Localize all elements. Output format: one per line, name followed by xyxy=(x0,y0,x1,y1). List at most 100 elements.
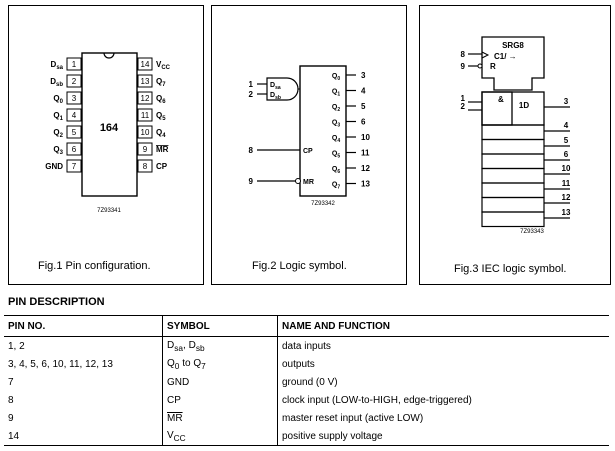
register-stage xyxy=(481,153,545,170)
pin-label: Q3 xyxy=(53,145,63,156)
output-label: Q0 xyxy=(332,73,340,82)
ic-notch xyxy=(103,52,115,59)
output-number: 13 xyxy=(361,180,370,189)
clock-label: C1/ → xyxy=(494,52,517,61)
pin-number: 14 xyxy=(141,60,150,69)
pin-box xyxy=(137,159,153,173)
pin-box xyxy=(137,142,153,156)
table-header-row: PIN NO. SYMBOL NAME AND FUNCTION xyxy=(4,315,609,337)
pin-label: VCC xyxy=(156,60,171,71)
output-number: 3 xyxy=(564,97,569,106)
input-number: 1 xyxy=(461,94,466,103)
output-number: 5 xyxy=(361,102,366,111)
pin-number: 6 xyxy=(72,145,77,154)
pin-label: Q7 xyxy=(156,77,166,88)
register-stage xyxy=(481,167,545,184)
pin-box xyxy=(66,57,82,71)
pin-box xyxy=(66,74,82,88)
output-label: Q3 xyxy=(332,120,340,129)
pin-box xyxy=(137,74,153,88)
output-number: 5 xyxy=(564,136,569,145)
input-number: 1 xyxy=(249,80,254,89)
data-label: 1D xyxy=(519,101,529,110)
pin-number-cell: 7 xyxy=(8,376,14,388)
pin-label: MR xyxy=(156,145,169,154)
header-symbol: SYMBOL xyxy=(162,315,278,337)
output-number: 3 xyxy=(361,71,366,80)
input-number: 2 xyxy=(461,102,466,111)
diagram-code: 7Z93342 xyxy=(311,201,335,207)
pin-number-cell: 9 xyxy=(8,412,14,424)
pin-number: 2 xyxy=(72,77,77,86)
output-label: Q6 xyxy=(332,166,340,175)
diagram-code: 7Z93341 xyxy=(97,208,121,214)
block-label: SRG8 xyxy=(502,41,524,50)
pin-label: Q4 xyxy=(156,128,166,139)
register-stage xyxy=(481,138,545,155)
inversion-bubble xyxy=(477,63,483,69)
ic-body xyxy=(81,52,138,197)
function-cell: data inputs xyxy=(277,336,609,355)
pin-box xyxy=(66,142,82,156)
pin-box xyxy=(66,91,82,105)
function-cell: ground (0 V) xyxy=(277,373,609,391)
pin-number: 11 xyxy=(141,111,150,120)
output-number: 6 xyxy=(564,150,569,159)
register-stage xyxy=(481,196,545,213)
input-number: 8 xyxy=(461,50,466,59)
first-stage xyxy=(481,91,545,126)
register-stage xyxy=(481,124,545,141)
function-cell: clock input (LOW-to-HIGH, edge-triggered… xyxy=(277,391,609,409)
pin-label: Dsb xyxy=(50,77,63,88)
pin-number: 8 xyxy=(143,162,148,171)
symbol-cell: CP xyxy=(162,391,278,409)
pin-label: Dsa xyxy=(51,60,64,71)
input-number: 9 xyxy=(461,62,466,71)
clock-edge-triangle xyxy=(481,51,490,59)
output-number: 10 xyxy=(562,164,571,173)
register-stage xyxy=(481,182,545,199)
pin-number: 4 xyxy=(72,111,77,120)
symbol-cell: MR xyxy=(162,409,278,427)
function-cell: outputs xyxy=(277,355,609,373)
input-number: 2 xyxy=(249,90,254,99)
control-block xyxy=(481,36,545,91)
pin-number: 7 xyxy=(72,162,77,171)
input-number: 8 xyxy=(249,146,254,155)
register-stage xyxy=(481,211,545,228)
pin-number: 1 xyxy=(72,60,77,69)
input-label: Dsa xyxy=(270,82,281,91)
input-label: CP xyxy=(303,148,313,155)
diagram-code: 7Z93343 xyxy=(520,229,544,235)
fig2-caption: Fig.2 Logic symbol. xyxy=(252,260,347,272)
output-number: 10 xyxy=(361,133,370,142)
pin-number-cell: 3, 4, 5, 6, 10, 11, 12, 13 xyxy=(8,358,113,370)
symbol-cell: Dsa, Dsb xyxy=(162,336,278,355)
fig1-caption: Fig.1 Pin configuration. xyxy=(38,260,151,272)
pin-number: 13 xyxy=(141,77,150,86)
output-label: Q5 xyxy=(332,151,340,160)
header-pin-no: PIN NO. xyxy=(4,315,163,337)
output-number: 11 xyxy=(562,179,571,188)
pin-box xyxy=(66,108,82,122)
function-cell: master reset input (active LOW) xyxy=(277,409,609,427)
pin-box xyxy=(66,125,82,139)
output-number: 4 xyxy=(361,87,366,96)
pin-box xyxy=(137,57,153,71)
symbol-cell: VCC xyxy=(162,427,278,446)
output-label: Q2 xyxy=(332,104,340,113)
pin-label: Q1 xyxy=(53,111,63,122)
chip-label: 164 xyxy=(100,122,119,134)
header-name-function: NAME AND FUNCTION xyxy=(277,315,609,337)
pin-label: GND xyxy=(45,162,63,171)
and-gate xyxy=(266,77,299,101)
